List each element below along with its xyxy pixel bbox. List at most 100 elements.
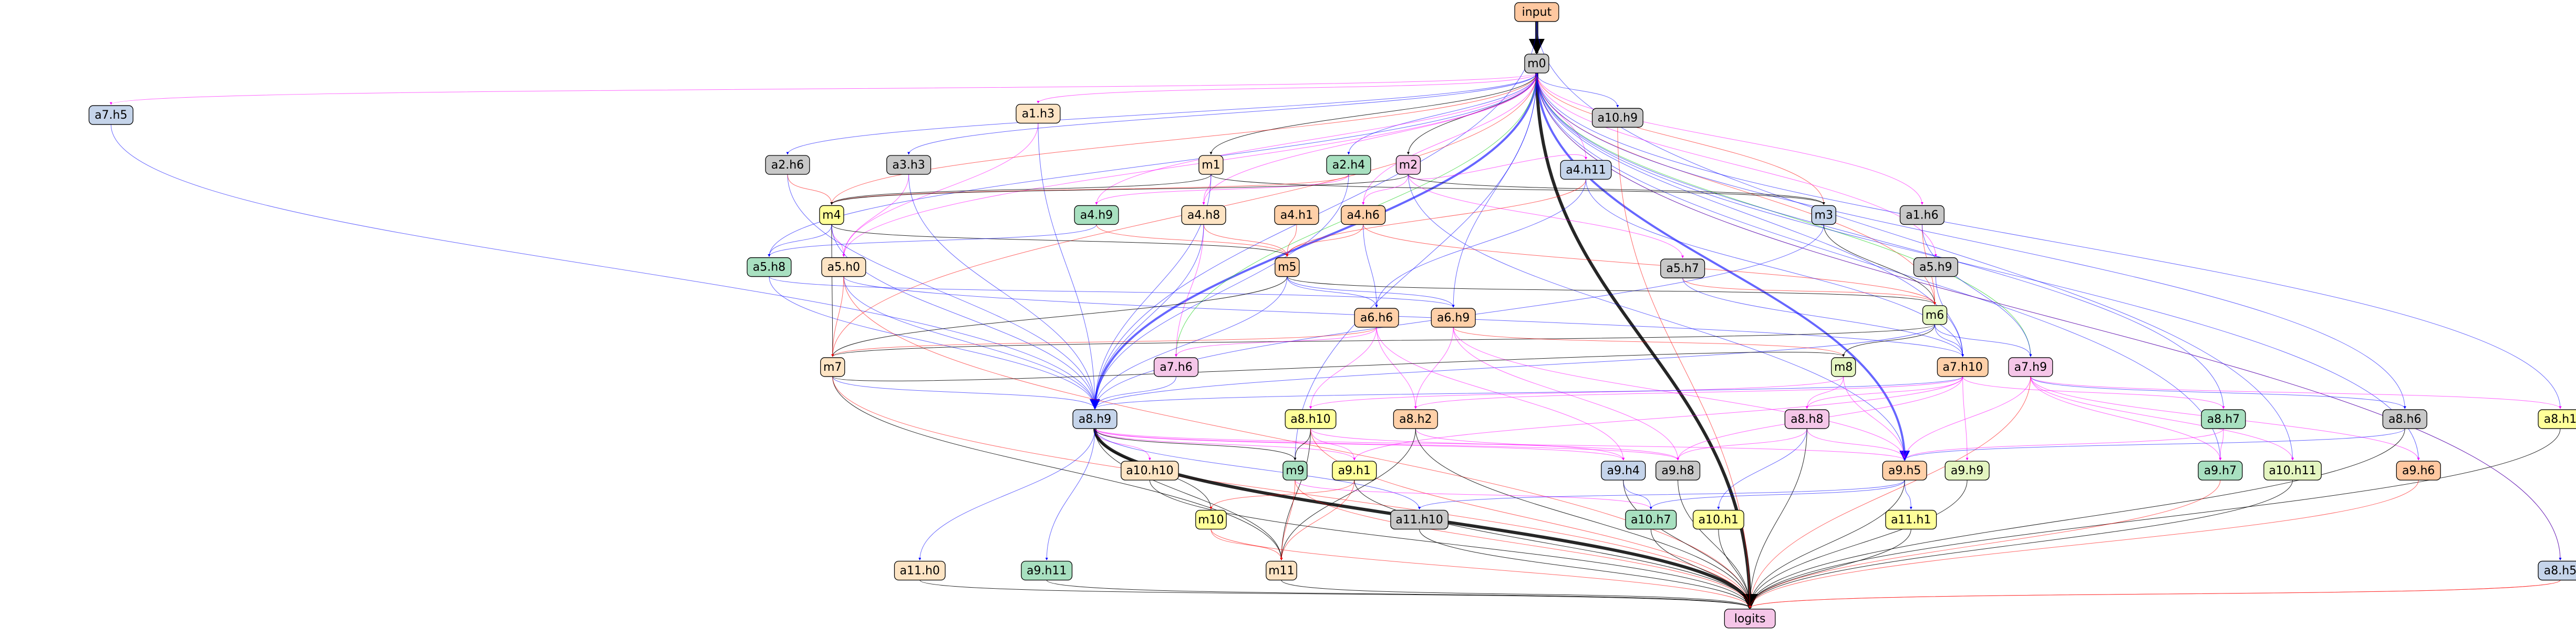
edge-a11.h0-to-logits bbox=[919, 580, 1751, 609]
node-a4-h11[interactable]: a4.h11 bbox=[1560, 160, 1612, 180]
node-a9-h8[interactable]: a9.h8 bbox=[1656, 461, 1701, 481]
node-a5-h7[interactable]: a5.h7 bbox=[1660, 258, 1705, 278]
edge-a2.h4-to-a8.h9 bbox=[1093, 174, 1349, 409]
node-a7-h5[interactable]: a7.h5 bbox=[88, 105, 133, 125]
node-label: a7.h10 bbox=[1942, 361, 1982, 374]
node-a8-h8[interactable]: a8.h8 bbox=[1784, 409, 1829, 429]
node-a10-h11[interactable]: a10.h11 bbox=[2263, 461, 2322, 481]
edge-a9.h11-to-logits bbox=[1046, 580, 1751, 609]
node-a4-h8[interactable]: a4.h8 bbox=[1181, 205, 1226, 225]
edge-a6.h9-to-a8.h2 bbox=[1414, 327, 1454, 409]
edge-a2.h6-to-m4 bbox=[787, 174, 833, 205]
node-a11-h0[interactable]: a11.h0 bbox=[894, 560, 946, 581]
node-m6[interactable]: m6 bbox=[1922, 305, 1948, 325]
edge-a4.h9-to-a5.h8 bbox=[768, 224, 1097, 257]
edge-a4.h6-to-a6.h6 bbox=[1363, 224, 1378, 308]
node-a2-h6[interactable]: a2.h6 bbox=[765, 155, 810, 175]
node-label: a10.h10 bbox=[1126, 464, 1173, 477]
node-a10-h10[interactable]: a10.h10 bbox=[1121, 461, 1179, 481]
edge-a5.h8-to-a6.h9 bbox=[769, 276, 1455, 308]
edge-m0-to-a5.h8 bbox=[768, 73, 1537, 257]
edge-a6.h6-to-a7.h6 bbox=[1175, 327, 1377, 357]
node-a8-h10[interactable]: a8.h10 bbox=[1285, 409, 1337, 429]
node-a10-h7[interactable]: a10.h7 bbox=[1625, 509, 1677, 530]
node-a9-h5[interactable]: a9.h5 bbox=[1882, 461, 1927, 481]
edge-a9.h5-to-a11.h1 bbox=[1904, 480, 1912, 509]
node-a1-h6[interactable]: a1.h6 bbox=[1899, 205, 1944, 225]
edge-m6-to-m8 bbox=[1842, 324, 1936, 357]
edge-a8.h9-to-m9 bbox=[1094, 428, 1297, 461]
node-a9-h1[interactable]: a9.h1 bbox=[1332, 461, 1377, 481]
edge-a7.h9-to-logits bbox=[1749, 376, 2031, 609]
edge-m8-to-a8.h8 bbox=[1805, 376, 1844, 409]
node-label: a6.h9 bbox=[1437, 311, 1470, 325]
node-a8-h9[interactable]: a8.h9 bbox=[1072, 409, 1118, 429]
edge-a8.h2-to-a9.h4 bbox=[1415, 428, 1625, 461]
node-a11-h1[interactable]: a11.h1 bbox=[1885, 509, 1937, 530]
node-a2-h4[interactable]: a2.h4 bbox=[1326, 155, 1371, 175]
node-a8-h1[interactable]: a8.h1 bbox=[2538, 409, 2576, 429]
node-a6-h6[interactable]: a6.h6 bbox=[1354, 308, 1399, 328]
node-box bbox=[1072, 409, 1118, 429]
node-a7-h10[interactable]: a7.h10 bbox=[1937, 357, 1989, 377]
edge-a6.h6-to-a9.h4 bbox=[1376, 327, 1625, 461]
node-a9-h11[interactable]: a9.h11 bbox=[1021, 560, 1073, 581]
node-box bbox=[1198, 155, 1224, 175]
edge-a9.h1-to-m10 bbox=[1209, 480, 1355, 509]
node-a8-h5[interactable]: a8.h5 bbox=[2538, 560, 2576, 581]
node-m1[interactable]: m1 bbox=[1198, 155, 1224, 175]
node-label: a9.h8 bbox=[1661, 464, 1694, 477]
node-m10[interactable]: m10 bbox=[1195, 509, 1227, 530]
edge-a4.h8-to-m5 bbox=[1203, 224, 1289, 257]
node-a5-h0[interactable]: a5.h0 bbox=[821, 257, 866, 277]
node-a10-h9[interactable]: a10.h9 bbox=[1591, 108, 1643, 128]
node-a10-h1[interactable]: a10.h1 bbox=[1692, 509, 1744, 530]
edge-m2-to-a4.h11 bbox=[1408, 154, 1587, 180]
node-m3[interactable]: m3 bbox=[1811, 205, 1836, 225]
node-logits[interactable]: logits bbox=[1724, 609, 1776, 629]
node-a9-h4[interactable]: a9.h4 bbox=[1601, 461, 1646, 481]
node-a8-h7[interactable]: a8.h7 bbox=[2201, 409, 2246, 429]
node-m4[interactable]: m4 bbox=[819, 205, 844, 225]
node-box bbox=[1882, 461, 1927, 481]
edge-a8.h6-to-logits bbox=[1749, 429, 2405, 609]
node-a7-h6[interactable]: a7.h6 bbox=[1153, 357, 1199, 377]
node-a11-h10[interactable]: a11.h10 bbox=[1390, 509, 1449, 530]
node-a9-h7[interactable]: a9.h7 bbox=[2198, 461, 2243, 481]
node-a6-h9[interactable]: a6.h9 bbox=[1431, 308, 1476, 328]
node-a7-h9[interactable]: a7.h9 bbox=[2008, 357, 2053, 377]
edge-m0-to-m4 bbox=[830, 73, 1537, 205]
edge-m5-to-m6 bbox=[1287, 276, 1936, 305]
node-a3-h3[interactable]: a3.h3 bbox=[886, 155, 932, 175]
node-a4-h9[interactable]: a4.h9 bbox=[1074, 205, 1119, 225]
node-a4-h6[interactable]: a4.h6 bbox=[1341, 205, 1386, 225]
node-m11[interactable]: m11 bbox=[1266, 560, 1297, 581]
edge-m10-to-m11 bbox=[1211, 529, 1283, 560]
node-a1-h3[interactable]: a1.h3 bbox=[1016, 103, 1061, 124]
edge-a4.h8-to-a7.h6 bbox=[1175, 224, 1204, 357]
edge-a8.h10-to-m11 bbox=[1280, 429, 1311, 560]
node-a8-h6[interactable]: a8.h6 bbox=[2382, 409, 2427, 429]
node-a9-h6[interactable]: a9.h6 bbox=[2396, 461, 2441, 481]
edge-m5-to-m7 bbox=[831, 276, 1288, 357]
node-box bbox=[1784, 409, 1829, 429]
node-input[interactable]: input bbox=[1514, 2, 1559, 22]
node-a4-h1[interactable]: a4.h1 bbox=[1274, 205, 1319, 225]
node-a5-h8[interactable]: a5.h8 bbox=[747, 257, 792, 277]
node-label: a9.h4 bbox=[1607, 464, 1640, 477]
node-m8[interactable]: m8 bbox=[1831, 357, 1856, 377]
node-m5[interactable]: m5 bbox=[1275, 257, 1300, 277]
node-a5-h9[interactable]: a5.h9 bbox=[1913, 257, 1958, 277]
edge-a4.h1-to-m5 bbox=[1286, 224, 1297, 257]
edge-m2-to-a9.h5 bbox=[1408, 174, 1906, 461]
node-box bbox=[1937, 357, 1989, 377]
node-m7[interactable]: m7 bbox=[820, 357, 845, 377]
node-a8-h2[interactable]: a8.h2 bbox=[1393, 409, 1438, 429]
edge-a8.h8-to-a10.h1 bbox=[1717, 429, 1807, 509]
node-m9[interactable]: m9 bbox=[1282, 461, 1308, 481]
node-m2[interactable]: m2 bbox=[1395, 155, 1421, 175]
node-m0[interactable]: m0 bbox=[1524, 54, 1549, 74]
edge-a8.h2-to-m11 bbox=[1280, 429, 1416, 560]
node-a9-h9[interactable]: a9.h9 bbox=[1944, 461, 1990, 481]
node-label: a7.h5 bbox=[95, 109, 127, 122]
